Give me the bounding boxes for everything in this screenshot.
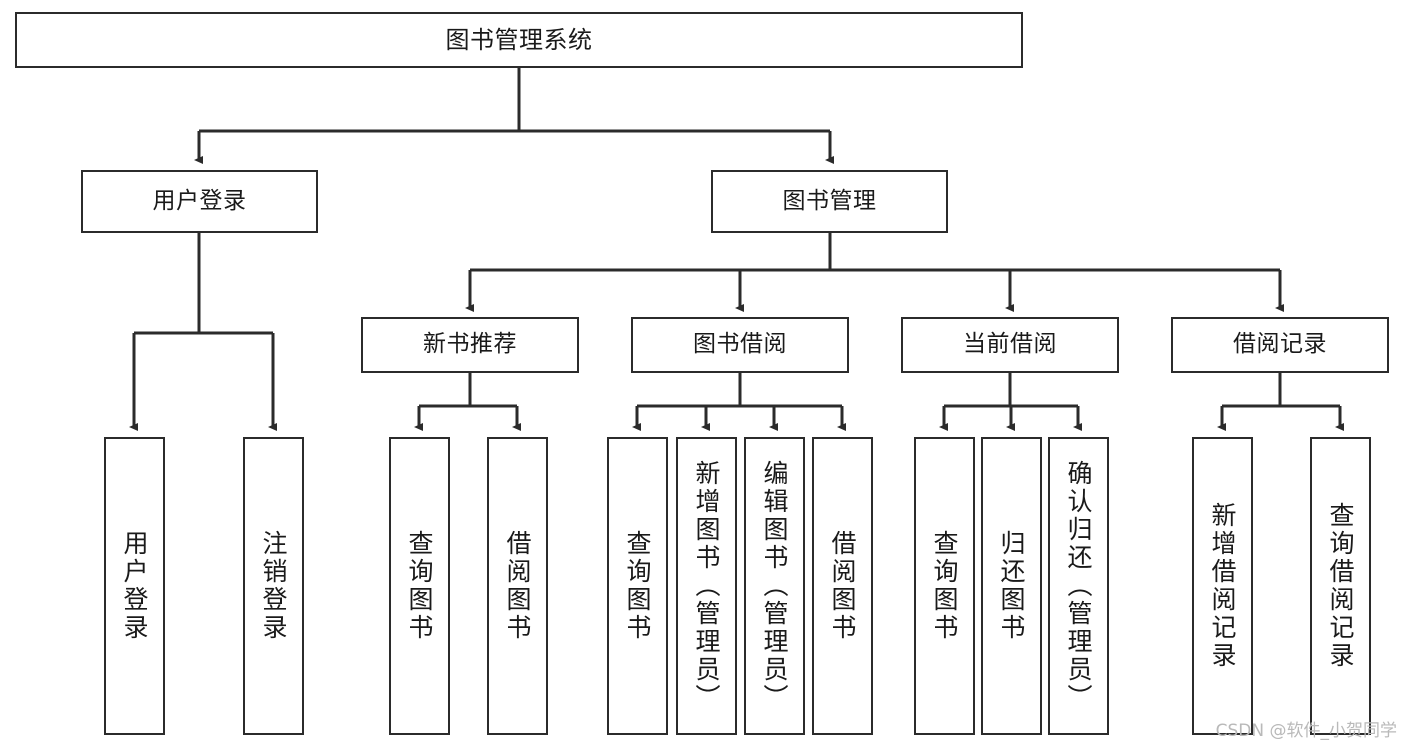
node-label: 新增借阅记录 bbox=[1208, 502, 1237, 670]
leaf-query-book-2[interactable]: 查询图书 bbox=[607, 437, 668, 735]
node-label: 查询借阅记录 bbox=[1326, 502, 1355, 670]
node-label: 用户登录 bbox=[120, 530, 149, 642]
node-label: 图书管理 bbox=[782, 187, 877, 214]
node-label: 当前借阅 bbox=[963, 331, 1057, 358]
leaf-return-book[interactable]: 归还图书 bbox=[981, 437, 1042, 735]
leaf-query-book-1[interactable]: 查询图书 bbox=[389, 437, 450, 735]
leaf-add-record[interactable]: 新增借阅记录 bbox=[1192, 437, 1253, 735]
node-root-system[interactable]: 图书管理系统 bbox=[15, 12, 1023, 68]
node-current-borrow[interactable]: 当前借阅 bbox=[901, 317, 1119, 373]
node-label: 查询图书 bbox=[930, 530, 959, 642]
node-label: 注销登录 bbox=[259, 530, 288, 642]
leaf-user-login[interactable]: 用户登录 bbox=[104, 437, 165, 735]
leaf-edit-book[interactable]: 编辑图书（管理员） bbox=[744, 437, 805, 735]
node-label: 新增图书（管理员） bbox=[692, 460, 721, 712]
leaf-add-book[interactable]: 新增图书（管理员） bbox=[676, 437, 737, 735]
node-label: 图书借阅 bbox=[693, 331, 787, 358]
leaf-borrow-book-1[interactable]: 借阅图书 bbox=[487, 437, 548, 735]
node-label: 借阅图书 bbox=[828, 530, 857, 642]
node-label: 新书推荐 bbox=[423, 331, 517, 358]
node-new-book-recommend[interactable]: 新书推荐 bbox=[361, 317, 579, 373]
node-borrow-record[interactable]: 借阅记录 bbox=[1171, 317, 1389, 373]
node-label: 归还图书 bbox=[997, 530, 1026, 642]
node-label: 查询图书 bbox=[623, 530, 652, 642]
node-label: 确认归还（管理员） bbox=[1064, 460, 1093, 712]
node-book-borrow[interactable]: 图书借阅 bbox=[631, 317, 849, 373]
node-label: 借阅图书 bbox=[503, 530, 532, 642]
node-book-manage[interactable]: 图书管理 bbox=[711, 170, 948, 233]
leaf-logout[interactable]: 注销登录 bbox=[243, 437, 304, 735]
leaf-query-book-3[interactable]: 查询图书 bbox=[914, 437, 975, 735]
leaf-borrow-book-2[interactable]: 借阅图书 bbox=[812, 437, 873, 735]
node-label: 用户登录 bbox=[152, 187, 247, 214]
node-user-login[interactable]: 用户登录 bbox=[81, 170, 318, 233]
node-label: 借阅记录 bbox=[1233, 331, 1327, 358]
node-label: 编辑图书（管理员） bbox=[760, 460, 789, 712]
leaf-confirm-return[interactable]: 确认归还（管理员） bbox=[1048, 437, 1109, 735]
node-label: 查询图书 bbox=[405, 530, 434, 642]
node-label: 图书管理系统 bbox=[445, 25, 593, 54]
csdn-watermark: CSDN @软件_小贺同学 bbox=[1215, 721, 1397, 741]
leaf-query-record[interactable]: 查询借阅记录 bbox=[1310, 437, 1371, 735]
